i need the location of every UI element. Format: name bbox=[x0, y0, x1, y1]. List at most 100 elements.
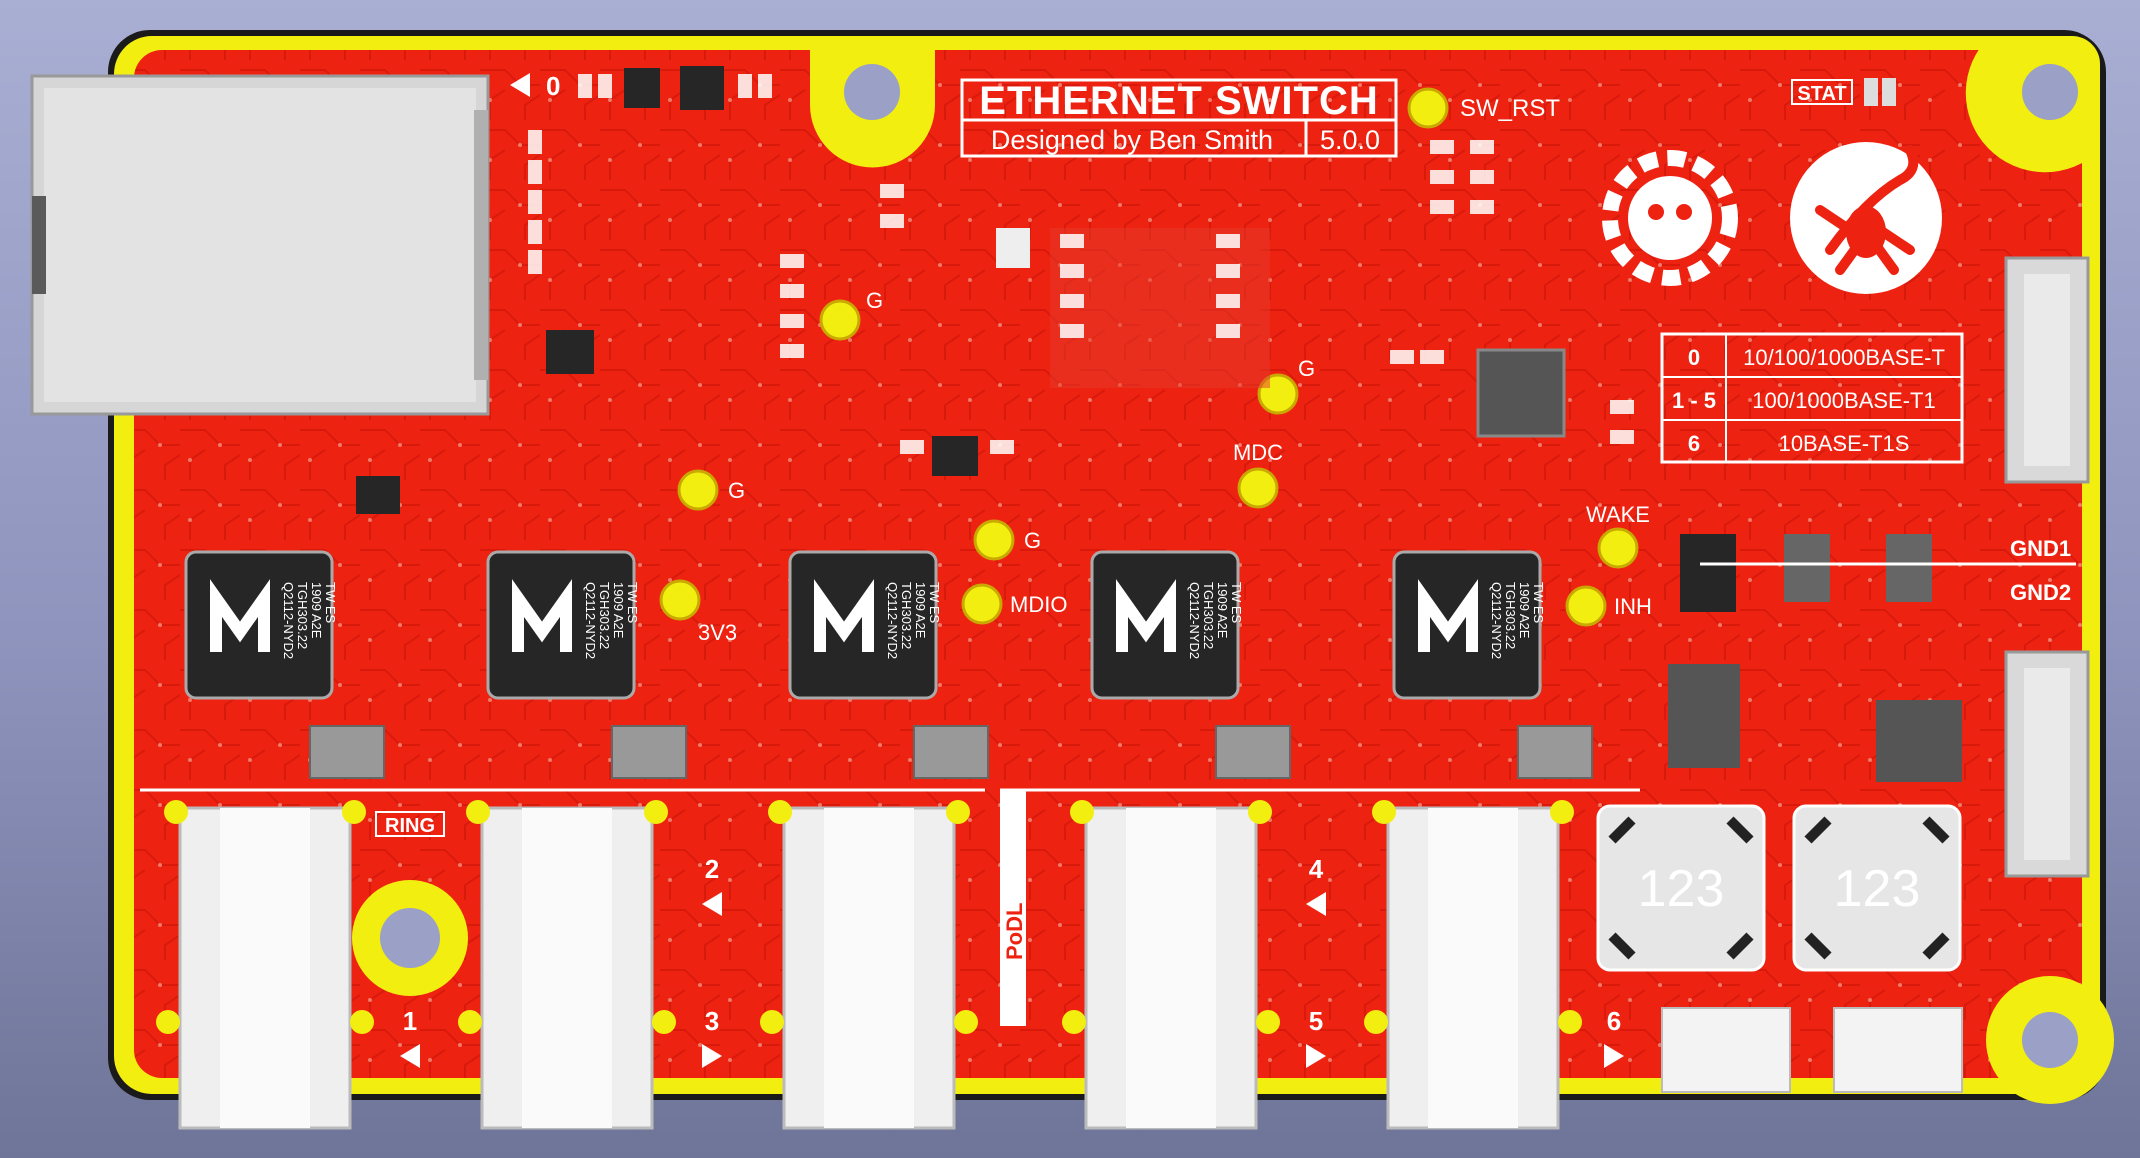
svg-text:SW_RST: SW_RST bbox=[1460, 95, 1560, 122]
power-inductor-left: 123 bbox=[1596, 804, 1766, 972]
test-point-g1: G bbox=[819, 288, 883, 341]
ground-split: GND1 GND2 bbox=[1700, 536, 2076, 605]
t1-connector-5 bbox=[1364, 800, 1582, 1130]
svg-text:123: 123 bbox=[1834, 860, 1921, 918]
test-point-mdc: MDC bbox=[1233, 440, 1283, 509]
port-6-arrow-icon bbox=[1604, 1044, 1624, 1068]
port-table-row-1-port: 1 - 5 bbox=[1672, 388, 1716, 413]
svg-text:1909 A2E: 1909 A2E bbox=[1517, 582, 1532, 639]
podl-label: PoDL bbox=[1002, 903, 1027, 960]
test-point-sw-rst: SW_RST bbox=[1407, 87, 1560, 129]
svg-text:1909 A2E: 1909 A2E bbox=[309, 582, 324, 639]
board-title-block: ETHERNET SWITCH Designed by Ben Smith 5.… bbox=[960, 78, 1398, 158]
svg-text:RING: RING bbox=[385, 815, 435, 837]
ring-terminal-pad bbox=[352, 880, 468, 996]
svg-text:MDIO: MDIO bbox=[1010, 592, 1067, 617]
ring-label: RING bbox=[375, 811, 445, 837]
svg-text:WAKE: WAKE bbox=[1586, 502, 1650, 527]
gear-skull-logo-icon bbox=[1602, 150, 1738, 286]
port-table-row-2-port: 6 bbox=[1688, 431, 1700, 456]
port-4-arrow-icon bbox=[1306, 892, 1326, 916]
svg-text:INH: INH bbox=[1614, 594, 1652, 619]
svg-text:3V3: 3V3 bbox=[698, 620, 737, 645]
phy-chip-2: Q2112-NYD2 TGH303.22 1909 A2E TW ES bbox=[486, 550, 640, 700]
svg-text:G: G bbox=[1024, 528, 1041, 553]
port-table-row-1-standard: 100/1000BASE-T1 bbox=[1752, 388, 1935, 413]
svg-text:1909 A2E: 1909 A2E bbox=[913, 582, 928, 639]
phy-chip-3: Q2112-NYD2 TGH303.22 1909 A2E TW ES bbox=[788, 550, 942, 700]
svg-text:TW ES: TW ES bbox=[625, 582, 640, 623]
port-table-row-0-port: 0 bbox=[1688, 345, 1700, 370]
svg-text:TGH303.22: TGH303.22 bbox=[295, 582, 310, 649]
connector-zone: PoDL bbox=[140, 788, 1640, 1026]
svg-text:MDC: MDC bbox=[1233, 440, 1283, 465]
svg-text:Q2112-NYD2: Q2112-NYD2 bbox=[1187, 582, 1202, 659]
port-label-3: 3 bbox=[705, 1006, 719, 1036]
phy-chip-5: Q2112-NYD2 TGH303.22 1909 A2E TW ES bbox=[1392, 550, 1546, 700]
port-label-6: 6 bbox=[1607, 1006, 1621, 1036]
svg-text:1909 A2E: 1909 A2E bbox=[1215, 582, 1230, 639]
port-1-arrow-icon bbox=[400, 1044, 420, 1068]
test-point-mdio: MDIO bbox=[961, 583, 1067, 625]
port-5-arrow-icon bbox=[1306, 1044, 1326, 1068]
svg-text:TW ES: TW ES bbox=[927, 582, 942, 623]
svg-text:G: G bbox=[728, 478, 745, 503]
svg-text:TGH303.22: TGH303.22 bbox=[899, 582, 914, 649]
port-label-2: 2 bbox=[705, 854, 719, 884]
port-0-marker: 0 bbox=[510, 71, 560, 101]
phy-chip-1: Q2112-NYD2 TGH303.22 1909 A2E TW ES bbox=[184, 550, 338, 700]
board-to-board-connector-top bbox=[2004, 256, 2090, 484]
svg-text:Q2112-NYD2: Q2112-NYD2 bbox=[583, 582, 598, 659]
svg-text:G: G bbox=[1298, 356, 1315, 381]
port-label-1: 1 bbox=[403, 1006, 417, 1036]
svg-text:TW ES: TW ES bbox=[1531, 582, 1546, 623]
svg-text:Q2112-NYD2: Q2112-NYD2 bbox=[885, 582, 900, 659]
svg-text:STAT: STAT bbox=[1797, 83, 1846, 105]
t1-connector-1 bbox=[156, 800, 374, 1130]
rj45-connector bbox=[30, 74, 490, 416]
port-label-0: 0 bbox=[546, 71, 560, 101]
test-point-3v3: 3V3 bbox=[659, 579, 737, 645]
port-table-row-0-standard: 10/100/1000BASE-T bbox=[1743, 345, 1945, 370]
designer-credit: Designed by Ben Smith bbox=[991, 125, 1273, 155]
svg-text:Q2112-NYD2: Q2112-NYD2 bbox=[1489, 582, 1504, 659]
svg-text:Q2112-NYD2: Q2112-NYD2 bbox=[281, 582, 296, 659]
t1-connector-4 bbox=[1062, 800, 1280, 1130]
svg-text:1909 A2E: 1909 A2E bbox=[611, 582, 626, 639]
svg-text:TGH303.22: TGH303.22 bbox=[1201, 582, 1216, 649]
test-point-g3: G bbox=[677, 469, 745, 511]
board-title: ETHERNET SWITCH bbox=[979, 79, 1378, 123]
port-label-5: 5 bbox=[1309, 1006, 1323, 1036]
gnd1-label: GND1 bbox=[2010, 536, 2071, 561]
phy-chip-4: Q2112-NYD2 TGH303.22 1909 A2E TW ES bbox=[1090, 550, 1244, 700]
port-3-arrow-icon bbox=[702, 1044, 722, 1068]
mounting-hole-top-right bbox=[1965, 36, 2100, 173]
t1-connector-2 bbox=[458, 800, 676, 1130]
mounting-hole-top-center bbox=[810, 36, 935, 168]
port-table: 0 10/100/1000BASE-T 1 - 5 100/1000BASE-T… bbox=[1660, 332, 1964, 464]
stat-led: STAT bbox=[1791, 78, 1896, 106]
svg-text:123: 123 bbox=[1638, 860, 1725, 918]
small-ic-group bbox=[356, 66, 1962, 782]
svg-text:TGH303.22: TGH303.22 bbox=[1503, 582, 1518, 649]
scorpion-logo-icon bbox=[1790, 142, 1942, 294]
board-to-board-connector-bottom bbox=[2004, 650, 2090, 878]
port-label-4: 4 bbox=[1309, 854, 1324, 884]
power-inductor-right: 123 bbox=[1792, 804, 1962, 972]
port-markers: 1 2 3 4 5 6 bbox=[400, 854, 1624, 1068]
passive-components bbox=[528, 74, 1634, 454]
power-connectors bbox=[1661, 1007, 1963, 1093]
port-2-arrow-icon bbox=[702, 892, 722, 916]
mounting-hole-bottom-right bbox=[1986, 976, 2114, 1104]
t1-connector-3 bbox=[760, 800, 978, 1130]
test-point-g4: G bbox=[973, 519, 1041, 561]
svg-text:G: G bbox=[866, 288, 883, 313]
test-point-inh: INH bbox=[1565, 585, 1652, 627]
board-version: 5.0.0 bbox=[1320, 125, 1380, 155]
common-mode-chokes bbox=[309, 725, 1593, 779]
port-table-row-2-standard: 10BASE-T1S bbox=[1779, 431, 1910, 456]
svg-text:TGH303.22: TGH303.22 bbox=[597, 582, 612, 649]
svg-text:TW ES: TW ES bbox=[323, 582, 338, 623]
svg-text:TW ES: TW ES bbox=[1229, 582, 1244, 623]
